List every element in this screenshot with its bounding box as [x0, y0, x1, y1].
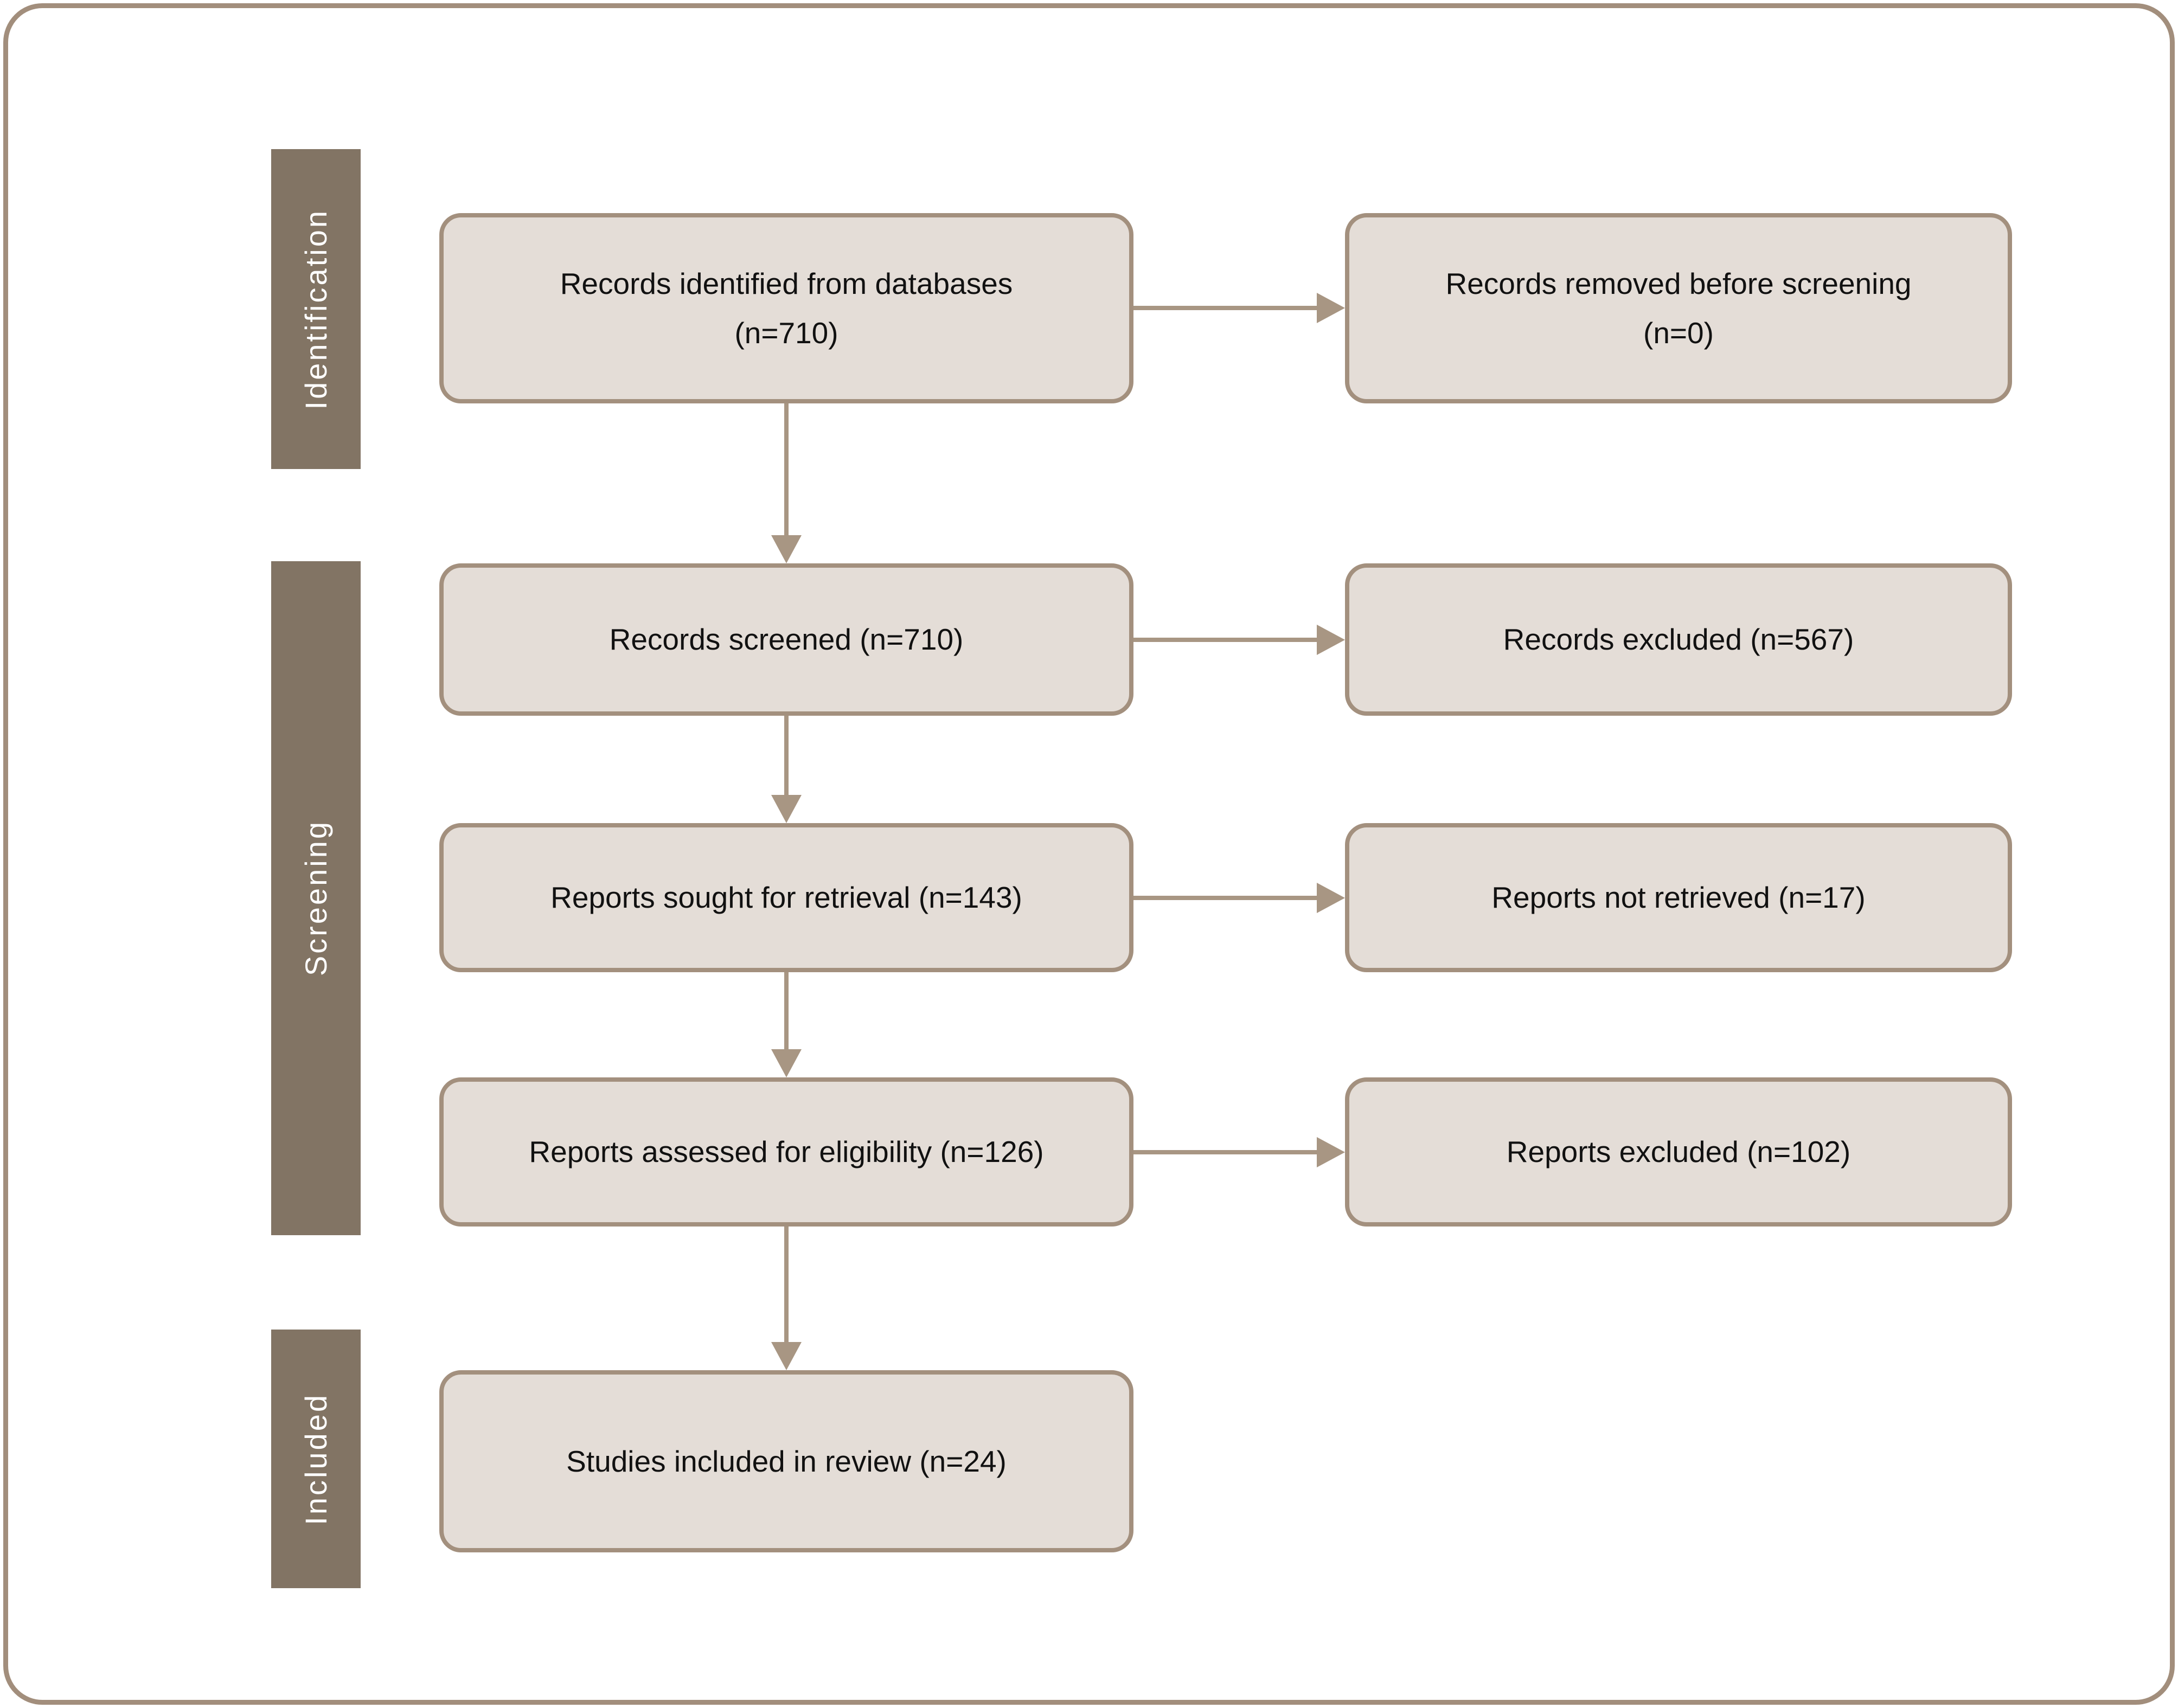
arrow-head	[1317, 293, 1345, 323]
arrow-head	[771, 1049, 802, 1077]
stage-label-included: Included	[299, 1392, 333, 1525]
arrow-shaft	[784, 716, 789, 796]
arrow-down-icon	[771, 403, 802, 563]
arrow-right-icon	[1133, 293, 1345, 323]
box-reports-assessed: Reports assessed for eligibility (n=126)	[439, 1077, 1133, 1227]
arrow-right-icon	[1133, 625, 1345, 655]
outer-frame	[3, 3, 2175, 1705]
box-reports-not-retrieved: Reports not retrieved (n=17)	[1345, 823, 2012, 972]
arrow-right-icon	[1133, 883, 1345, 913]
stage-label-screening: Screening	[299, 820, 333, 977]
box-records-excluded: Records excluded (n=567)	[1345, 563, 2012, 716]
box-reports-sought: Reports sought for retrieval (n=143)	[439, 823, 1133, 972]
arrow-head	[771, 535, 802, 563]
box-records-screened: Records screened (n=710)	[439, 563, 1133, 716]
arrow-down-icon	[771, 972, 802, 1077]
stage-label-identification: Identification	[299, 208, 333, 410]
arrow-shaft	[784, 972, 789, 1050]
stage-bar-included: Included	[271, 1330, 361, 1588]
arrow-right-icon	[1133, 1137, 1345, 1167]
box-studies-included: Studies included in review (n=24)	[439, 1370, 1133, 1552]
arrow-head	[1317, 883, 1345, 913]
arrow-down-icon	[771, 716, 802, 823]
box-reports-excluded: Reports excluded (n=102)	[1345, 1077, 2012, 1227]
arrow-shaft	[1133, 306, 1318, 310]
box-records-removed: Records removed before screening (n=0)	[1345, 213, 2012, 403]
stage-bar-screening: Screening	[271, 561, 361, 1235]
box-records-identified: Records identified from databases (n=710…	[439, 213, 1133, 403]
arrow-shaft	[1133, 896, 1318, 900]
stage-bar-identification: Identification	[271, 149, 361, 469]
arrow-head	[771, 795, 802, 823]
arrow-head	[771, 1342, 802, 1370]
arrow-shaft	[1133, 638, 1318, 642]
arrow-down-icon	[771, 1227, 802, 1370]
arrow-shaft	[784, 403, 789, 536]
arrow-head	[1317, 1137, 1345, 1167]
arrow-head	[1317, 625, 1345, 655]
arrow-shaft	[1133, 1150, 1318, 1154]
arrow-shaft	[784, 1227, 789, 1343]
